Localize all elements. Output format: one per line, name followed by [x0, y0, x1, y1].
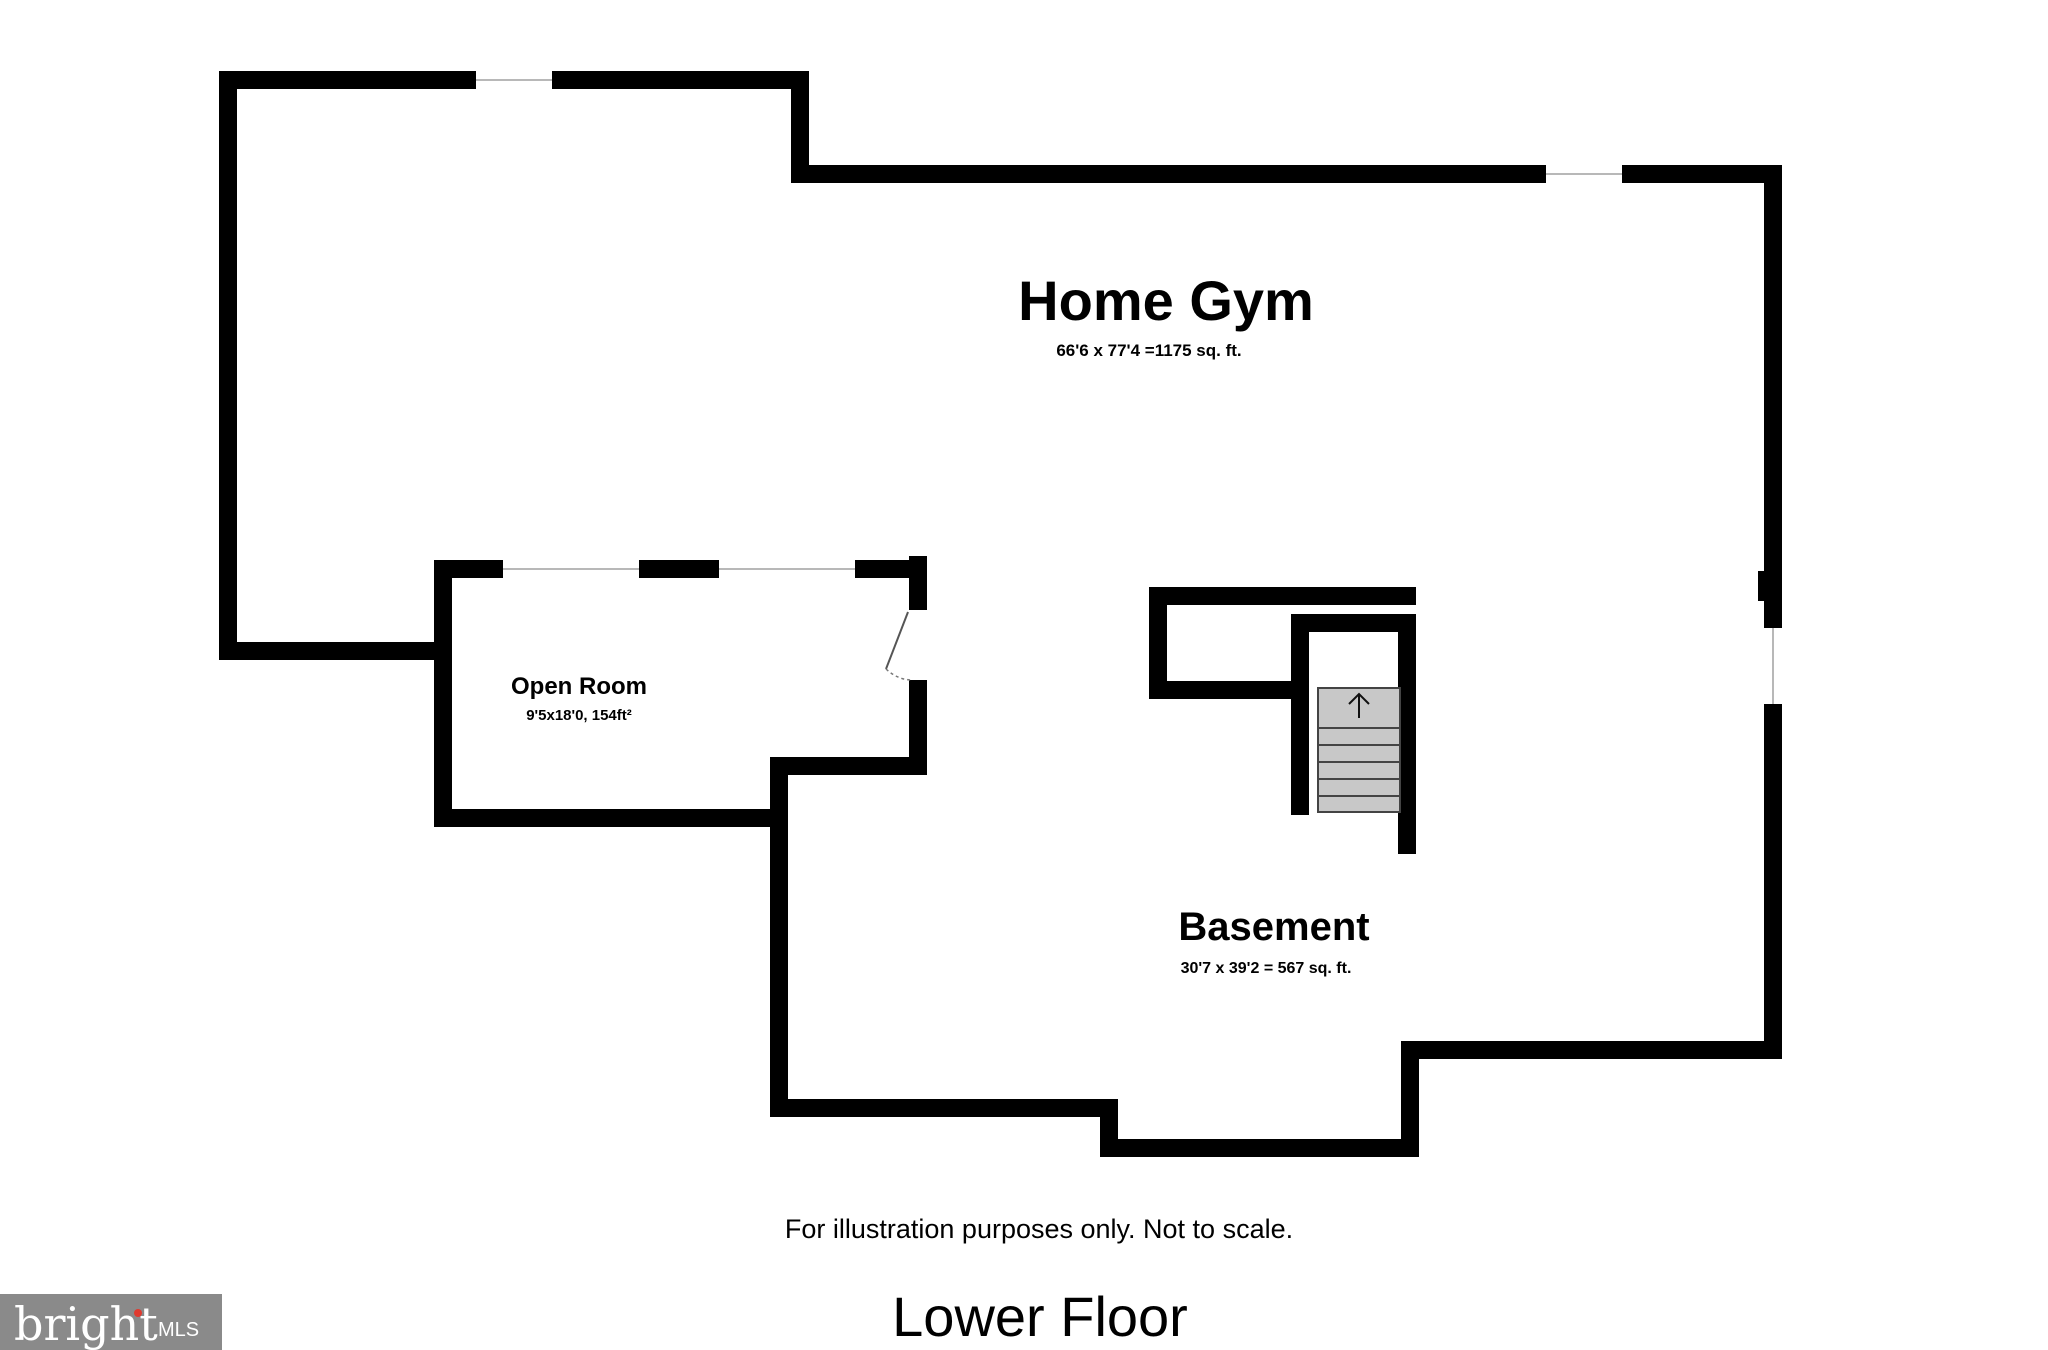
stair-enclosure [1149, 587, 1416, 854]
stair-step [1317, 744, 1401, 763]
stair-step [1317, 727, 1401, 746]
bright-mls-logo: bright MLS [0, 1294, 222, 1350]
logo-suffix-text: MLS [158, 1319, 199, 1341]
stair-step [1317, 761, 1401, 780]
floor-label: Lower Floor [892, 1285, 1188, 1348]
open-room-title: Open Room [511, 673, 647, 700]
home-gym-west-wall [219, 71, 1782, 1157]
door-swing-icon [885, 611, 913, 681]
basement-dimensions: 30'7 x 39'2 = 567 sq. ft. [1181, 960, 1352, 977]
basement-title: Basement [1178, 905, 1369, 949]
stair-step [1317, 778, 1401, 797]
home-gym-title: Home Gym [1018, 269, 1314, 332]
logo-background [0, 1294, 222, 1350]
logo-dot-icon [134, 1309, 142, 1317]
windows [476, 71, 1782, 704]
stairs [1317, 687, 1401, 813]
logo-brand-text: bright [14, 1297, 158, 1350]
stair-enclosure-wall [1291, 614, 1416, 854]
exterior-walls [219, 71, 1782, 1157]
east-wall-jamb [1758, 571, 1774, 601]
disclaimer-note: For illustration purposes only. Not to s… [785, 1214, 1293, 1244]
home-gym-dimensions: 66'6 x 77'4 =1175 sq. ft. [1056, 341, 1241, 360]
open-room-perimeter [434, 560, 927, 827]
stairs-up-arrow-icon [1348, 692, 1370, 718]
stair-step [1317, 795, 1401, 813]
open-room-walls [434, 556, 927, 827]
stair-enclosure-inner-wall [1149, 587, 1416, 699]
open-room-dimensions: 9'5x18'0, 154ft² [526, 707, 632, 724]
open-room-door-gap [909, 610, 927, 680]
